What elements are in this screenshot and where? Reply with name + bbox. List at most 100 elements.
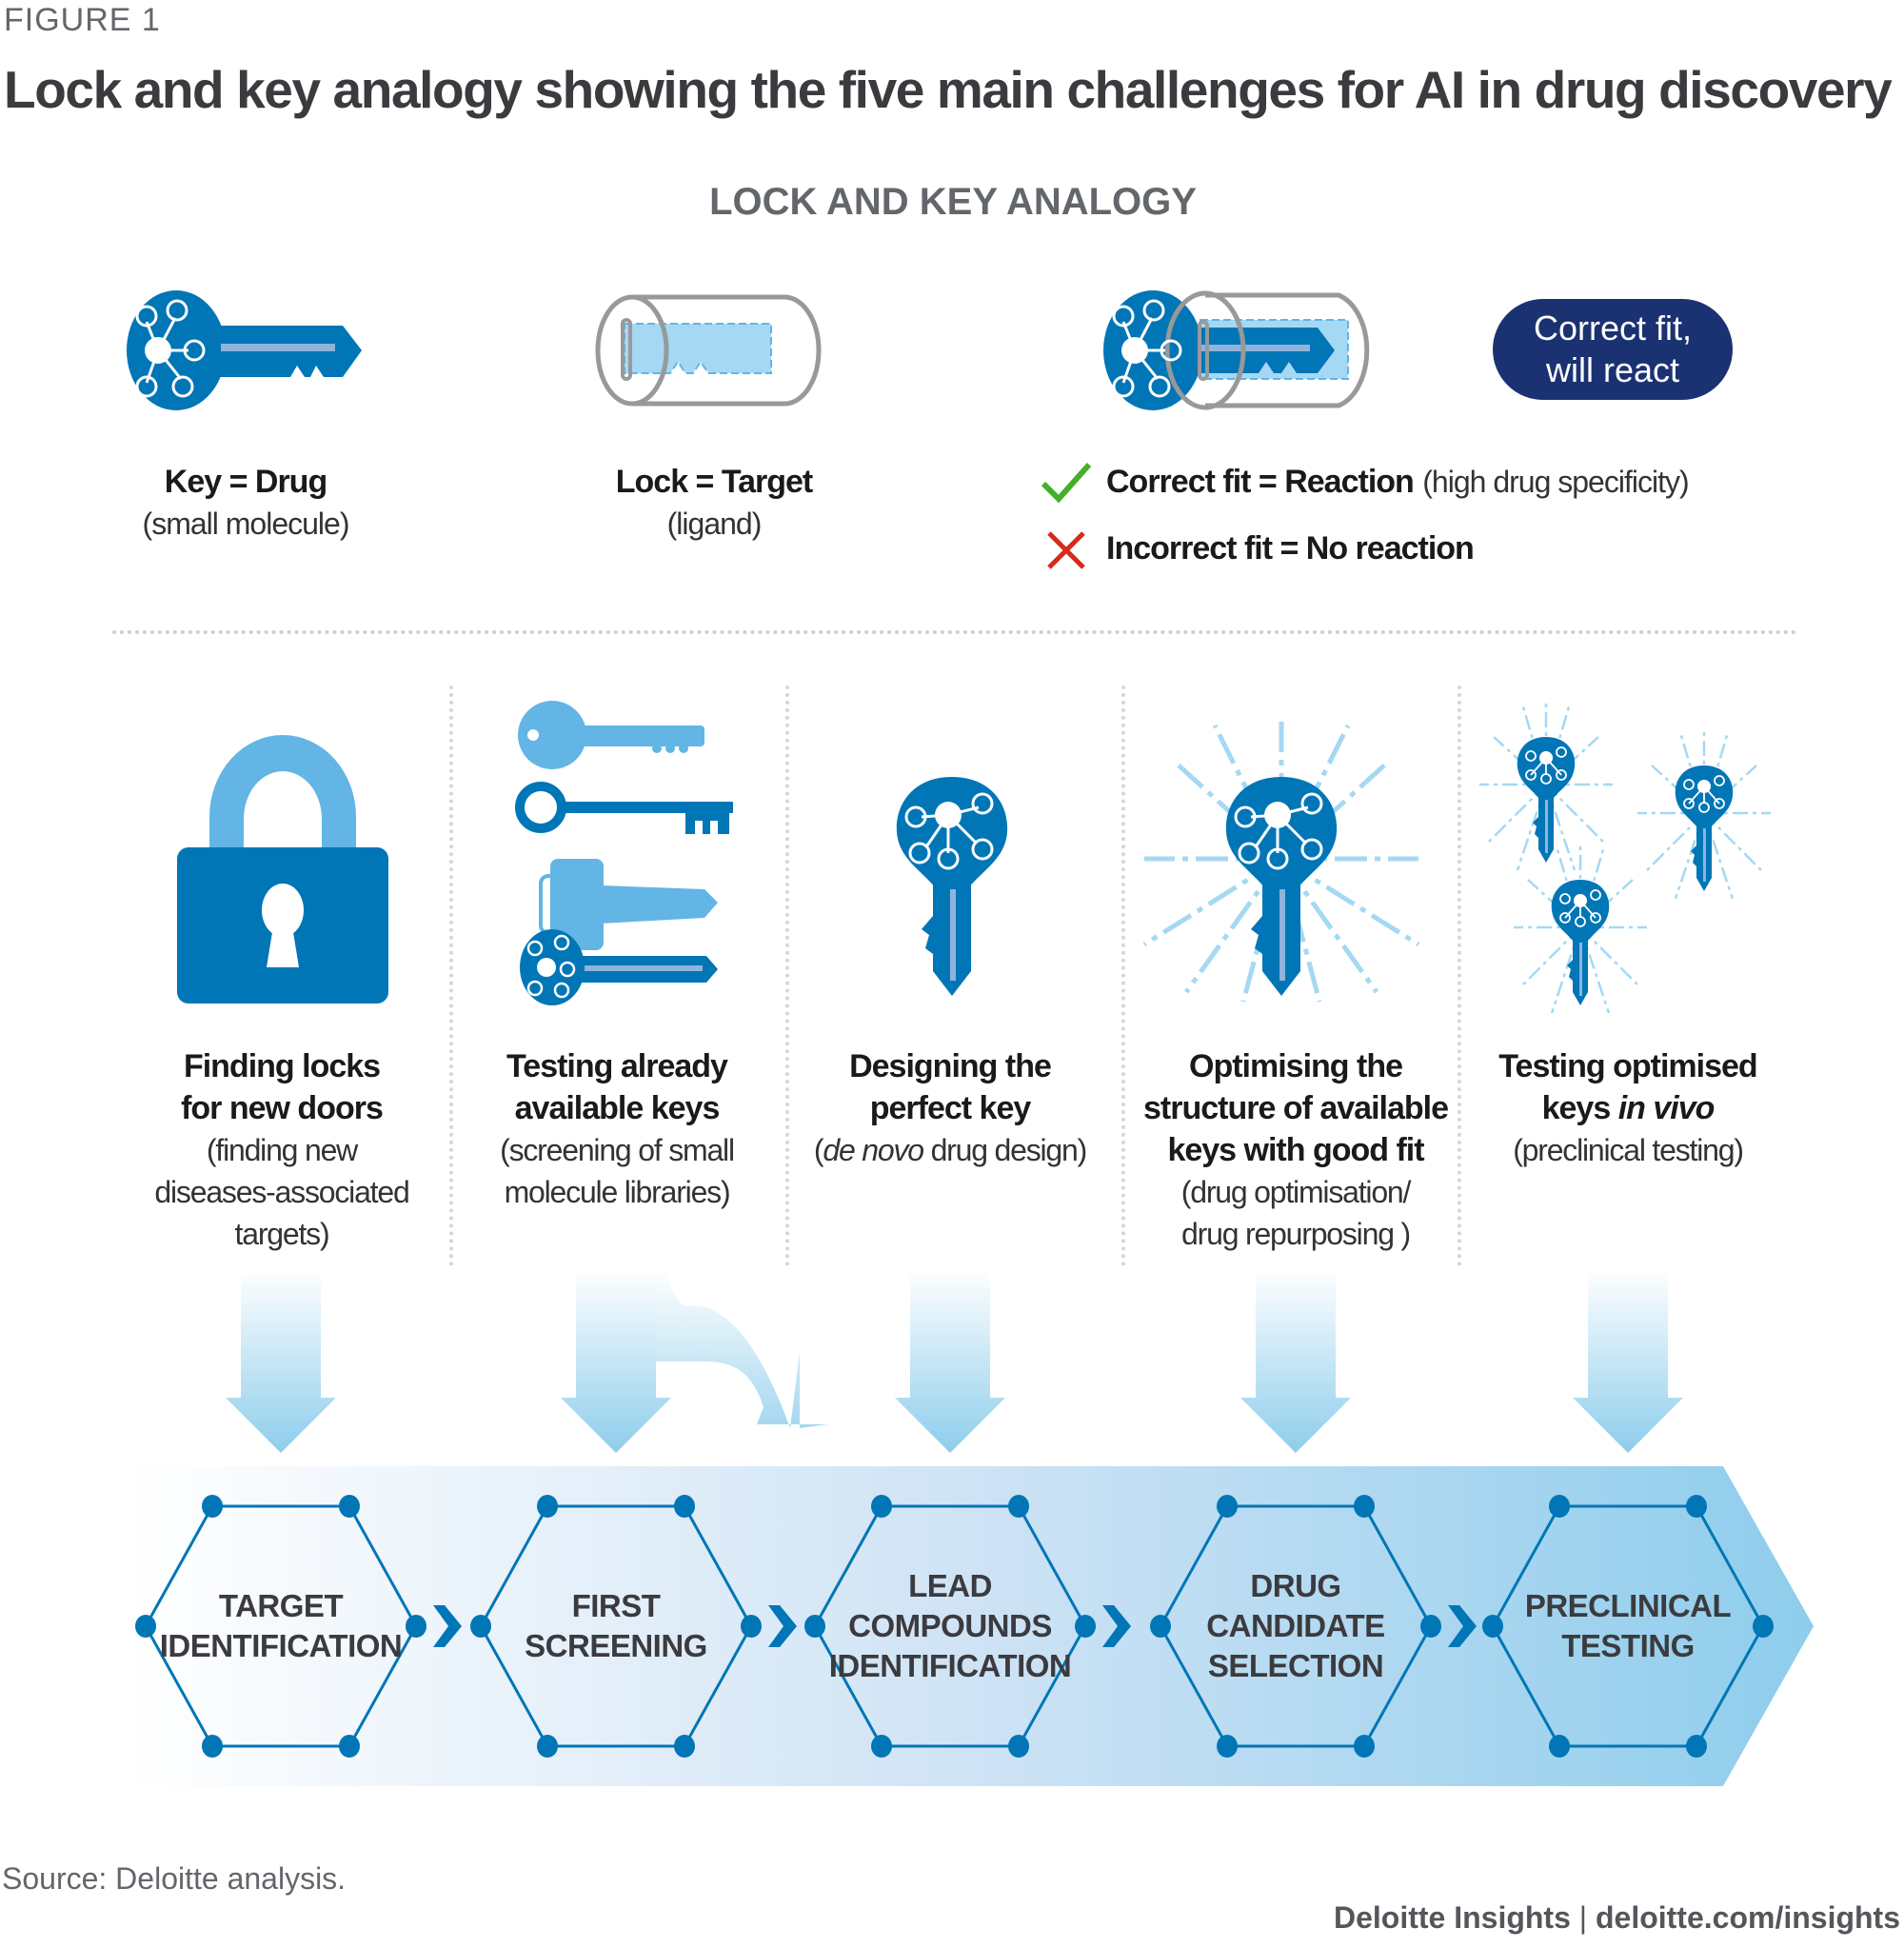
check-icon — [1041, 463, 1092, 504]
footer-url[interactable]: deloitte.com/insights — [1595, 1900, 1900, 1935]
skeleton-key-icon — [515, 782, 733, 834]
hexagon-node — [1008, 1735, 1029, 1758]
challenge-subtext: (de novo drug design) — [788, 1129, 1112, 1171]
lock-cylinder-icon — [595, 294, 822, 407]
hexagon-node — [1150, 1615, 1171, 1638]
stage-label-line: LEAD — [908, 1568, 992, 1603]
column-divider — [1458, 686, 1461, 1266]
chevron-right-icon — [768, 1605, 797, 1647]
challenge-heading: Testing already — [506, 1048, 728, 1084]
incorrect-fit-row: Incorrect fit = No reaction — [1106, 527, 1475, 569]
chevron-right-icon — [1102, 1605, 1131, 1647]
hexagon-node — [1686, 1735, 1707, 1758]
hexagon-node — [1217, 1735, 1238, 1758]
pill-line-2: will react — [1545, 350, 1680, 389]
stage-label-line: IDENTIFICATION — [828, 1648, 1072, 1683]
plain-key-icon — [518, 701, 704, 769]
stage-label-line: SELECTION — [1207, 1648, 1384, 1683]
stage-label-line: IDENTIFICATION — [159, 1628, 403, 1663]
key-in-lock-icon — [1103, 290, 1370, 410]
challenge-5: Testing optimised keys in vivo (preclini… — [1466, 1045, 1790, 1171]
correct-fit-row: Correct fit = Reaction (high drug specif… — [1106, 461, 1690, 503]
figure-title: Lock and key analogy showing the five ma… — [4, 60, 1893, 119]
multiple-keys-icon — [515, 701, 733, 1005]
key-label-block: Key = Drug (small molecule) — [103, 461, 388, 545]
curved-arrow-icon — [656, 1269, 828, 1428]
hexagon-node — [1354, 1495, 1375, 1518]
hexagon-node — [339, 1735, 360, 1758]
correct-fit-pill: Correct fit, will react — [1493, 299, 1733, 400]
hexagon-node — [804, 1615, 825, 1638]
challenge-subtext: drug repurposing ) — [1181, 1217, 1411, 1251]
challenge-subtext: (screening of small — [500, 1133, 735, 1167]
challenge-heading: Testing optimised — [1498, 1048, 1757, 1084]
padlock-icon — [177, 735, 388, 1004]
challenge-heading: Finding locks — [183, 1048, 381, 1084]
subtext-italic: de novo — [823, 1133, 924, 1167]
column-divider — [785, 686, 789, 1266]
stage-label-line: SCREENING — [525, 1628, 707, 1663]
challenge-heading: perfect key — [869, 1090, 1032, 1126]
lock-sublabel: (ligand) — [666, 507, 763, 541]
down-arrow-icon — [226, 1269, 336, 1453]
stage-label: FIRST SCREENING — [483, 1586, 749, 1666]
down-arrow-icon — [1573, 1269, 1683, 1453]
challenge-4: Optimising the structure of available ke… — [1129, 1045, 1462, 1255]
down-arrow-icon — [561, 1269, 671, 1453]
subtext-part: drug design) — [922, 1133, 1088, 1167]
molecule-key-icon — [127, 290, 362, 410]
molecule-key-icon — [520, 929, 718, 1005]
hexagon-node — [1217, 1495, 1238, 1518]
footer: Deloitte Insights | deloitte.com/insight… — [1334, 1900, 1900, 1936]
section-title: LOCK AND KEY ANALOGY — [709, 181, 1197, 223]
challenge-heading: Designing the — [849, 1048, 1052, 1084]
lock-label-block: Lock = Target (ligand) — [571, 461, 857, 545]
stage-label-line: FIRST — [571, 1588, 661, 1623]
hexagon-node — [1686, 1495, 1707, 1518]
correct-fit-label: Correct fit = Reaction — [1106, 464, 1415, 500]
challenge-subtext: (preclinical testing) — [1513, 1133, 1744, 1167]
hexagon-node — [1549, 1735, 1570, 1758]
heading-italic: in vivo — [1617, 1090, 1716, 1126]
challenge-heading: Optimising the — [1189, 1048, 1403, 1084]
hexagon-node — [1354, 1735, 1375, 1758]
hexagon-node — [1420, 1615, 1441, 1638]
subtext-part: ( — [813, 1133, 824, 1167]
hexagon-node — [406, 1615, 426, 1638]
challenge-3: Designing the perfect key (de novo drug … — [788, 1045, 1112, 1171]
incorrect-fit-label: Incorrect fit = No reaction — [1106, 530, 1475, 567]
cross-icon — [1047, 531, 1085, 569]
heading-part: keys — [1541, 1090, 1618, 1126]
footer-separator: | — [1570, 1900, 1596, 1935]
challenge-subtext: (finding new — [206, 1133, 358, 1167]
hexagon-node — [537, 1735, 558, 1758]
key-label: Key = Drug — [164, 464, 327, 500]
challenge-1: Finding locks for new doors (finding new… — [120, 1045, 444, 1255]
challenge-subtext: diseases-associated — [154, 1175, 409, 1209]
hexagon-node — [202, 1735, 223, 1758]
hexagon-node — [1008, 1495, 1029, 1518]
source-note: Source: Deloitte analysis. — [2, 1861, 347, 1896]
pill-line-1: Correct fit, — [1533, 308, 1693, 348]
challenge-heading: keys in vivo — [1466, 1087, 1790, 1129]
hexagon-node — [674, 1735, 695, 1758]
glowing-key-icon — [1142, 722, 1420, 1003]
hexagon-node — [1753, 1615, 1774, 1638]
challenge-subtext: (drug optimisation/ — [1180, 1175, 1412, 1209]
challenge-subtext: molecule libraries) — [504, 1175, 731, 1209]
key-sublabel: (small molecule) — [142, 507, 350, 541]
stage-label-line: TESTING — [1561, 1628, 1695, 1663]
hexagon-node — [1075, 1615, 1096, 1638]
hexagon-node — [135, 1615, 156, 1638]
challenge-heading: keys with good fit — [1167, 1132, 1424, 1168]
hexagon-node — [202, 1495, 223, 1518]
correct-fit-sublabel: (high drug specificity) — [1422, 465, 1689, 499]
hexagon-node — [1482, 1615, 1503, 1638]
molecule-key-icon — [896, 777, 1008, 996]
challenge-subtext: targets) — [234, 1217, 330, 1251]
